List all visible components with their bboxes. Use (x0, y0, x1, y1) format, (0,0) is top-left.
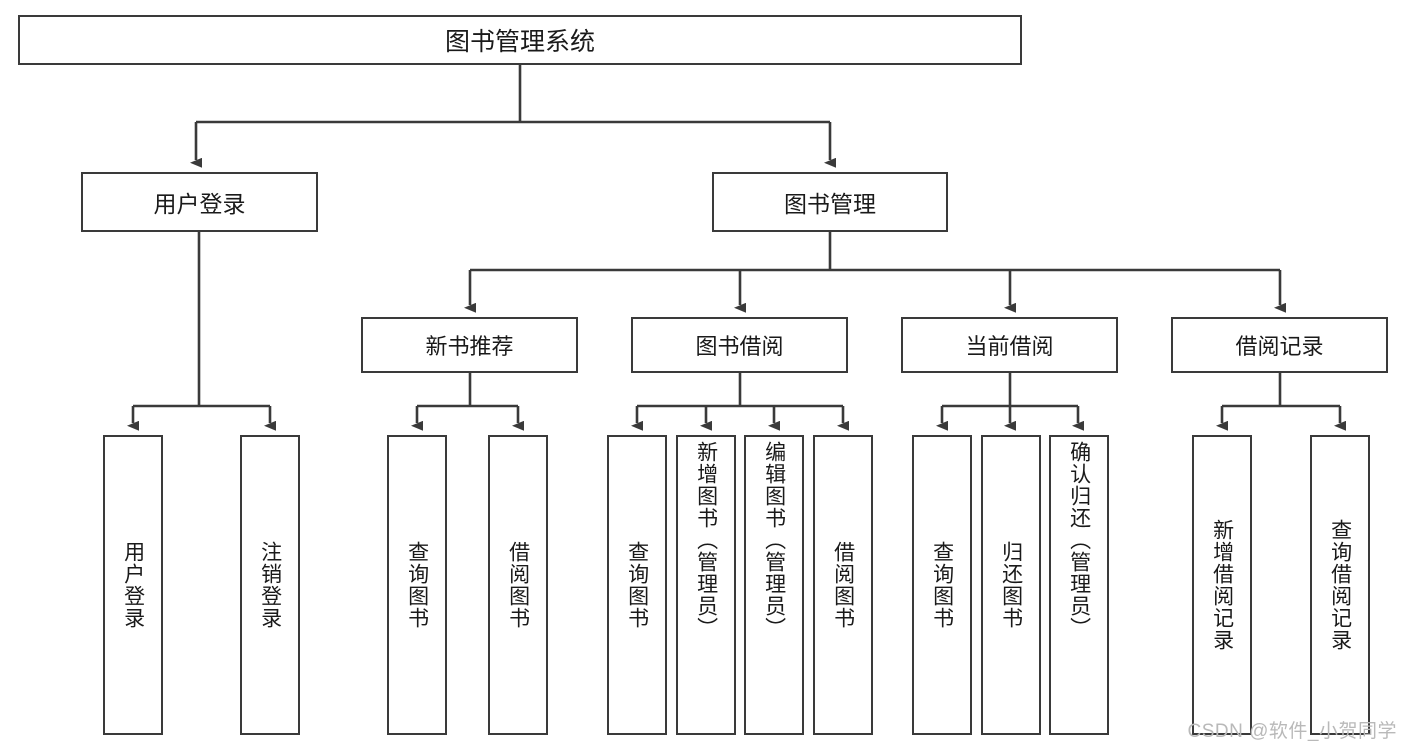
leaf-current-borrow-query-label: 查询图书 (930, 541, 954, 629)
leaf-borrow-record-add-label: 新增借阅记录 (1210, 519, 1234, 651)
node-book-management[interactable]: 图书管理 (712, 172, 948, 232)
leaf-book-borrow-edit-label: 编辑图书（管理员） (762, 441, 786, 639)
leaf-current-borrow-confirm[interactable]: 确认归还（管理员） (1049, 435, 1109, 735)
node-book-borrow[interactable]: 图书借阅 (631, 317, 848, 373)
leaf-user-login-login[interactable]: 用户登录 (103, 435, 163, 735)
leaf-current-borrow-return-wrap: 归还图书 (983, 437, 1039, 733)
leaf-book-borrow-add-label: 新增图书（管理员） (694, 441, 718, 639)
node-borrow-record-label: 借阅记录 (1235, 334, 1324, 359)
leaf-user-login-login-label: 用户登录 (121, 541, 145, 629)
leaf-new-book-borrow-label: 借阅图书 (506, 541, 530, 629)
node-user-login[interactable]: 用户登录 (81, 172, 318, 232)
leaf-user-login-logout-label: 注销登录 (258, 541, 282, 629)
leaf-book-borrow-borrow[interactable]: 借阅图书 (813, 435, 873, 735)
leaf-user-login-login-wrap: 用户登录 (105, 437, 161, 733)
node-book-borrow-label: 图书借阅 (695, 334, 784, 359)
leaf-new-book-query[interactable]: 查询图书 (387, 435, 447, 735)
leaf-borrow-record-query[interactable]: 查询借阅记录 (1310, 435, 1370, 735)
node-book-management-label: 图书管理 (784, 191, 876, 217)
leaf-new-book-query-wrap: 查询图书 (389, 437, 445, 733)
leaf-book-borrow-add-wrap: 新增图书（管理员） (678, 437, 734, 737)
leaf-book-borrow-edit-wrap: 编辑图书（管理员） (746, 437, 802, 737)
node-current-borrow-label: 当前借阅 (965, 334, 1054, 359)
leaf-user-login-logout[interactable]: 注销登录 (240, 435, 300, 735)
leaf-current-borrow-return-label: 归还图书 (999, 541, 1023, 629)
leaf-book-borrow-query[interactable]: 查询图书 (607, 435, 667, 735)
leaf-new-book-borrow-wrap: 借阅图书 (490, 437, 546, 733)
leaf-borrow-record-add[interactable]: 新增借阅记录 (1192, 435, 1252, 735)
node-root-label: 图书管理系统 (444, 28, 595, 56)
leaf-current-borrow-return[interactable]: 归还图书 (981, 435, 1041, 735)
leaf-borrow-record-query-label: 查询借阅记录 (1328, 519, 1352, 651)
leaf-borrow-record-query-wrap: 查询借阅记录 (1312, 437, 1368, 733)
leaf-new-book-borrow[interactable]: 借阅图书 (488, 435, 548, 735)
leaf-user-login-logout-wrap: 注销登录 (242, 437, 298, 733)
leaf-book-borrow-borrow-label: 借阅图书 (831, 541, 855, 629)
leaf-book-borrow-query-wrap: 查询图书 (609, 437, 665, 733)
node-borrow-record[interactable]: 借阅记录 (1171, 317, 1388, 373)
leaf-book-borrow-query-label: 查询图书 (625, 541, 649, 629)
leaf-current-borrow-confirm-label: 确认归还（管理员） (1067, 441, 1091, 639)
node-current-borrow[interactable]: 当前借阅 (901, 317, 1118, 373)
leaf-current-borrow-confirm-wrap: 确认归还（管理员） (1051, 437, 1107, 737)
node-user-login-label: 用户登录 (153, 191, 246, 217)
node-new-book-recommend-label: 新书推荐 (425, 334, 514, 359)
node-root-system[interactable]: 图书管理系统 (18, 15, 1022, 65)
leaf-current-borrow-query[interactable]: 查询图书 (912, 435, 972, 735)
leaf-book-borrow-borrow-wrap: 借阅图书 (815, 437, 871, 733)
watermark-text: CSDN @软件_小贺同学 (1187, 721, 1397, 742)
leaf-book-borrow-add[interactable]: 新增图书（管理员） (676, 435, 736, 735)
leaf-book-borrow-edit[interactable]: 编辑图书（管理员） (744, 435, 804, 735)
leaf-current-borrow-query-wrap: 查询图书 (914, 437, 970, 733)
leaf-new-book-query-label: 查询图书 (405, 541, 429, 629)
node-new-book-recommend[interactable]: 新书推荐 (361, 317, 578, 373)
leaf-borrow-record-add-wrap: 新增借阅记录 (1194, 437, 1250, 733)
